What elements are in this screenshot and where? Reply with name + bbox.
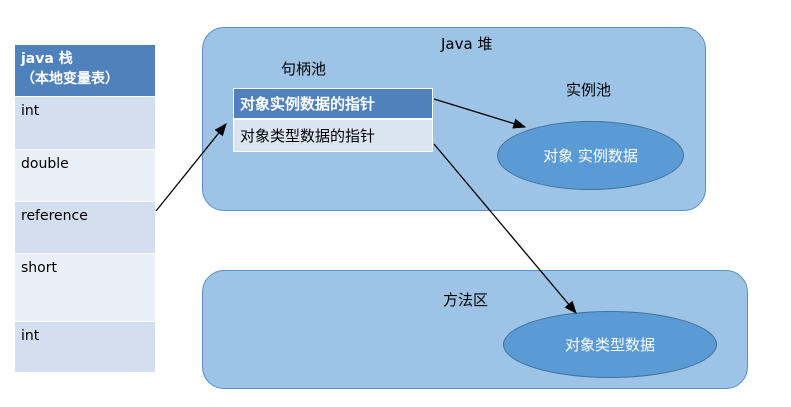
instance-pointer-arrow — [433, 98, 527, 129]
java-stack-title: java 栈 — [21, 51, 73, 67]
stack-row-double: double — [15, 149, 155, 201]
method-area-title: 方法区 — [443, 291, 489, 309]
stack-row-int: int — [15, 96, 155, 149]
stack-row-int-2: int — [15, 321, 155, 372]
type-pointer-arrow — [433, 143, 577, 314]
instance-pointer-cell: 对象实例数据的指针 — [233, 88, 433, 119]
java-stack-subtitle: （本地变量表） — [21, 71, 119, 87]
handle-pool-label: 句柄池 — [281, 60, 327, 78]
type-data-label: 对象类型数据 — [564, 336, 655, 354]
java-heap-title: Java 堆 — [441, 35, 493, 53]
instance-pool-label: 实例池 — [566, 81, 612, 99]
java-stack-header: java 栈 （本地变量表） — [15, 45, 155, 96]
handle-pool-table: 对象实例数据的指针 对象类型数据的指针 — [233, 88, 433, 152]
java-stack-table: java 栈 （本地变量表） int double reference shor… — [15, 45, 155, 372]
instance-data-ellipse: 对象 实例数据 — [497, 121, 684, 190]
reference-to-handle-arrow — [155, 122, 227, 212]
instance-data-label: 对象 实例数据 — [543, 147, 638, 165]
type-pointer-cell: 对象类型数据的指针 — [233, 119, 433, 152]
stack-row-short: short — [15, 253, 155, 321]
stack-row-reference: reference — [15, 201, 155, 253]
type-data-ellipse: 对象类型数据 — [503, 311, 717, 378]
